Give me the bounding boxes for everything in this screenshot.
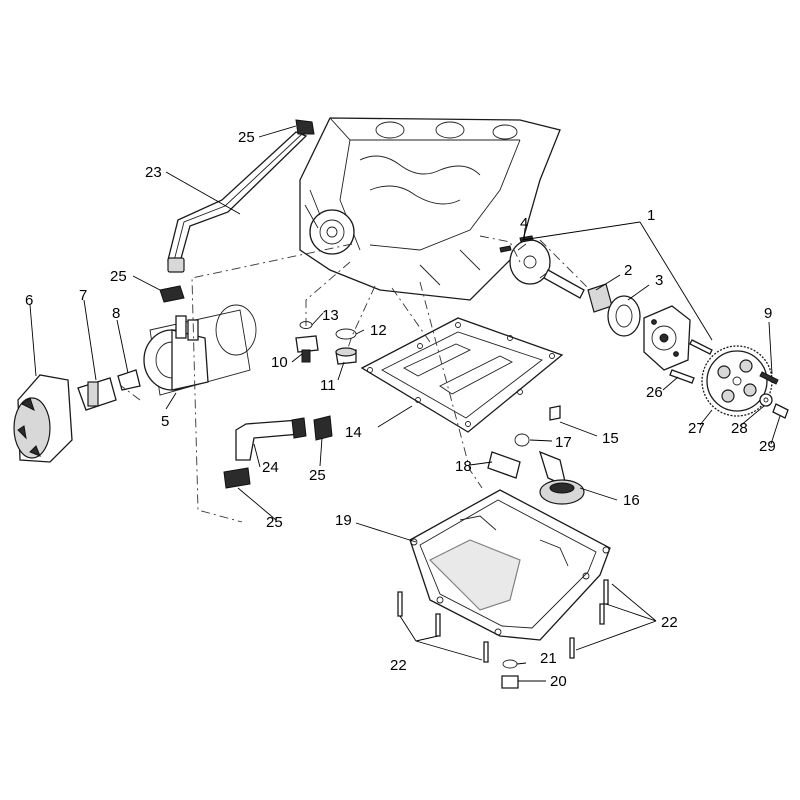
callout-3: 3 xyxy=(655,272,663,289)
callout-9: 9 xyxy=(764,305,772,322)
callout-7: 7 xyxy=(79,287,87,304)
callout-13: 13 xyxy=(322,307,339,324)
callout-21: 21 xyxy=(540,650,557,667)
callout-18: 18 xyxy=(455,458,472,475)
oil-pump-drawing xyxy=(499,235,789,419)
callout-labels: 1 2 3 4 5 6 7 8 9 10 11 12 13 14 15 16 1… xyxy=(25,129,776,690)
callout-16: 16 xyxy=(623,492,640,509)
oil-filter-assembly-drawing xyxy=(13,304,257,463)
callout-4: 4 xyxy=(520,215,528,232)
callout-25-hose: 25 xyxy=(309,467,326,484)
oil-pickup-drawing xyxy=(223,405,585,505)
callout-19: 19 xyxy=(335,512,352,529)
callout-27: 27 xyxy=(688,420,705,437)
callout-2: 2 xyxy=(624,262,632,279)
callout-29: 29 xyxy=(759,438,776,455)
callout-26: 26 xyxy=(646,384,663,401)
callout-25-bottom: 25 xyxy=(266,514,283,531)
callout-8: 8 xyxy=(112,305,120,322)
breather-pipe-drawing xyxy=(159,119,315,303)
callout-25-left: 25 xyxy=(110,268,127,285)
callout-23: 23 xyxy=(145,164,162,181)
callout-11: 11 xyxy=(320,377,336,394)
callout-6: 6 xyxy=(25,292,33,309)
callout-28: 28 xyxy=(731,420,748,437)
callout-14: 14 xyxy=(345,424,362,441)
callout-24: 24 xyxy=(262,459,279,476)
callout-22-right: 22 xyxy=(661,614,678,631)
leader-lines xyxy=(29,125,781,682)
callout-22-left: 22 xyxy=(390,657,407,674)
callout-20: 20 xyxy=(550,673,567,690)
pressure-switch-parts-drawing xyxy=(295,321,357,365)
callout-25-top: 25 xyxy=(238,129,255,146)
construction-lines xyxy=(119,235,591,523)
callout-10: 10 xyxy=(271,354,288,371)
callout-1: 1 xyxy=(647,207,655,224)
callout-12: 12 xyxy=(370,322,387,339)
callout-17: 17 xyxy=(555,434,572,451)
gasket-drawing xyxy=(360,317,564,433)
callout-5: 5 xyxy=(161,413,169,430)
callout-15: 15 xyxy=(602,430,619,447)
oil-sump-drawing xyxy=(397,489,611,689)
